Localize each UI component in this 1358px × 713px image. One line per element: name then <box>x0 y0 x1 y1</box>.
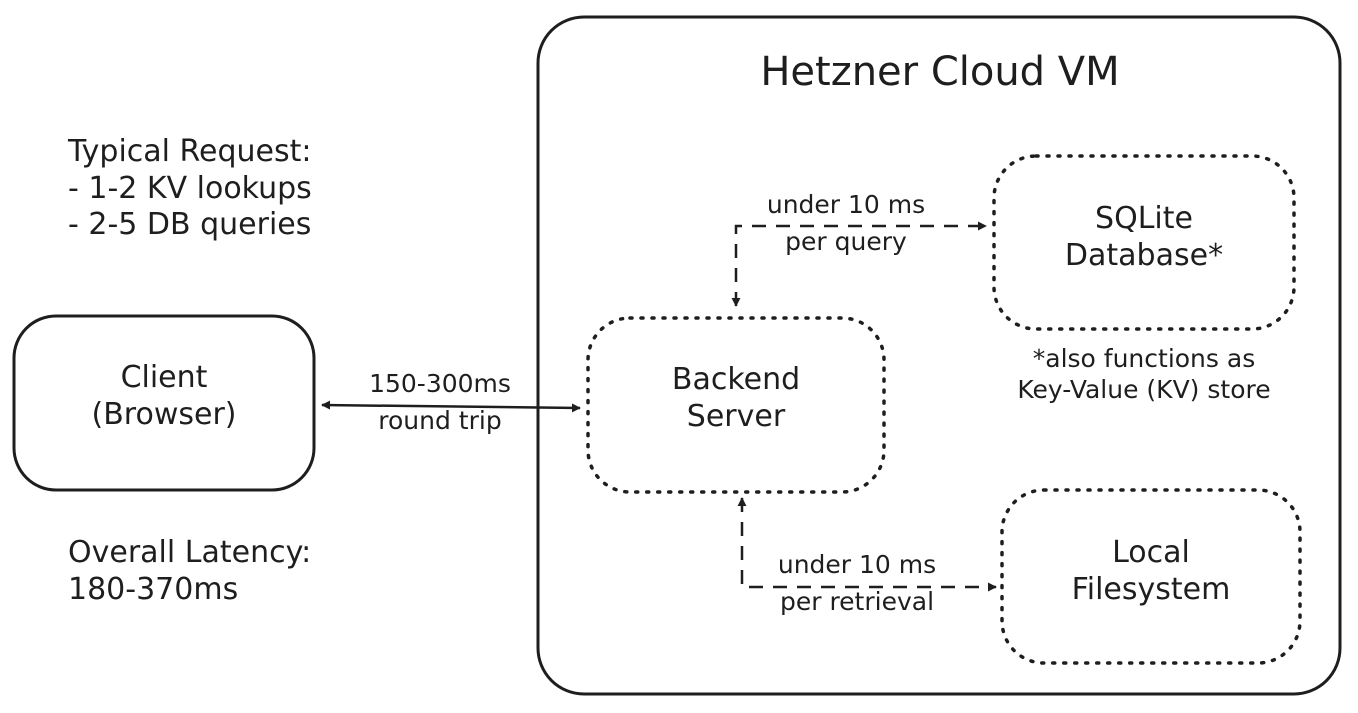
sqlite-footnote: *also functions as Key-Value (KV) store <box>994 344 1294 405</box>
backend-filesystem-label-line-2: per retrieval <box>779 586 935 616</box>
typical-request-heading: Typical Request: <box>68 134 312 169</box>
sqlite-footnote-line-2: Key-Value (KV) store <box>1017 374 1271 404</box>
typical-request-db-queries: - 2-5 DB queries <box>68 207 312 243</box>
sqlite-label-line-2: Database* <box>1064 237 1224 273</box>
sqlite-label-line-1: SQLite <box>1095 201 1193 236</box>
backend-sqlite-label: under 10 ms per query <box>746 190 946 257</box>
backend-filesystem-label: under 10 ms per retrieval <box>752 550 962 617</box>
backend-sqlite-label-line-1: under 10 ms <box>766 190 926 219</box>
backend-sqlite-arrow <box>731 221 987 307</box>
sqlite-footnote-line-1: *also functions as <box>1032 344 1256 373</box>
client-backend-label-line-1: 150-300ms <box>369 369 511 398</box>
backend-label-line-1: Backend <box>671 362 801 397</box>
client-label-line-1: Client <box>120 360 208 395</box>
backend-label: Backend Server <box>588 362 884 435</box>
sqlite-label: SQLite Database* <box>994 201 1294 274</box>
client-backend-label-line-2: round trip <box>378 405 502 435</box>
backend-filesystem-arrow <box>737 497 997 592</box>
client-backend-label: 150-300ms round trip <box>340 369 540 436</box>
vm-container <box>536 15 1342 696</box>
filesystem-box <box>1000 488 1302 665</box>
typical-request-kv-lookups: - 1-2 KV lookups <box>68 170 312 206</box>
client-box <box>12 314 316 492</box>
overall-latency-value: 180-370ms <box>68 571 239 607</box>
filesystem-label-line-1: Local <box>1112 535 1190 570</box>
filesystem-label: Local Filesystem <box>1002 535 1300 608</box>
client-backend-arrow <box>321 400 581 413</box>
client-label: Client (Browser) <box>14 360 314 433</box>
backend-sqlite-label-line-2: per query <box>785 226 907 256</box>
vm-title: Hetzner Cloud VM <box>760 49 1120 95</box>
overall-latency-heading: Overall Latency: <box>68 535 312 570</box>
client-label-line-2: (Browser) <box>91 396 237 432</box>
backend-box <box>586 316 886 494</box>
filesystem-label-line-2: Filesystem <box>1071 571 1231 607</box>
overall-latency-note: Overall Latency: 180-370ms <box>68 535 311 608</box>
backend-label-line-2: Server <box>686 398 786 434</box>
backend-filesystem-label-line-1: under 10 ms <box>777 550 937 579</box>
typical-request-note: Typical Request: - 1-2 KV lookups - 2-5 … <box>68 134 312 244</box>
